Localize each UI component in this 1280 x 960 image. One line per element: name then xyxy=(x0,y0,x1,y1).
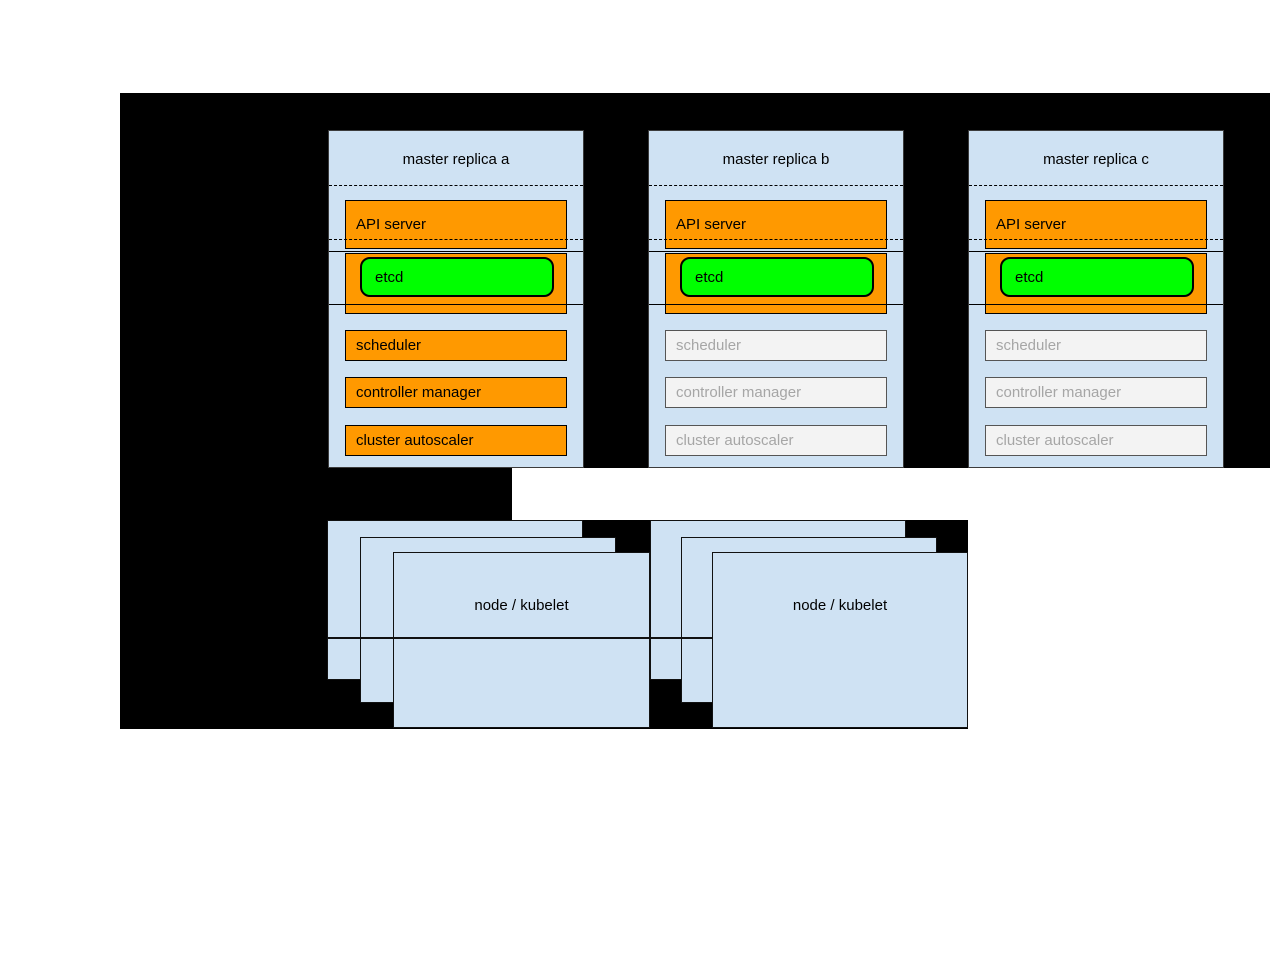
etcd-box: etcd xyxy=(680,257,874,297)
controller-manager-box-inactive: controller manager xyxy=(985,377,1207,408)
api-server-box: API server xyxy=(345,200,567,249)
loadbalancer-dashed-line xyxy=(969,185,1223,186)
etcd-cluster-line xyxy=(329,304,583,305)
loadbalancer-dashed-line xyxy=(969,239,1223,240)
replica-title: master replica c xyxy=(1043,151,1149,168)
api-server-box: API server xyxy=(985,200,1207,249)
cluster-autoscaler-box: cluster autoscaler xyxy=(345,425,567,456)
node-kubelet-label: node / kubelet xyxy=(792,597,888,614)
etcd-cluster-line xyxy=(969,304,1223,305)
scheduler-box: scheduler xyxy=(345,330,567,361)
scheduler-box-inactive: scheduler xyxy=(985,330,1207,361)
backdrop-middle-panel xyxy=(120,468,512,520)
etcd-cluster-line xyxy=(649,304,903,305)
master-replica-b-card: master replica b API server etcd schedul… xyxy=(648,130,904,468)
replica-title: master replica a xyxy=(402,151,510,168)
node-boundary-line xyxy=(327,637,712,639)
cluster-autoscaler-box-inactive: cluster autoscaler xyxy=(665,425,887,456)
loadbalancer-dashed-line xyxy=(329,185,583,186)
controller-manager-box-inactive: controller manager xyxy=(665,377,887,408)
node-stack-left-front-card: node / kubelet xyxy=(393,552,650,728)
api-server-box: API server xyxy=(665,200,887,249)
controller-manager-box: controller manager xyxy=(345,377,567,408)
loadbalancer-dashed-line xyxy=(329,239,583,240)
scheduler-box-inactive: scheduler xyxy=(665,330,887,361)
loadbalancer-dashed-line xyxy=(649,239,903,240)
cluster-autoscaler-box-inactive: cluster autoscaler xyxy=(985,425,1207,456)
replica-title: master replica b xyxy=(722,151,830,168)
etcd-cluster-line xyxy=(649,251,903,252)
master-replica-a-card: master replica a API server etcd schedul… xyxy=(328,130,584,468)
etcd-cluster-line xyxy=(969,251,1223,252)
node-stack-right-front-card: node / kubelet xyxy=(712,552,968,728)
node-kubelet-label: node / kubelet xyxy=(474,597,569,614)
master-replica-c-card: master replica c API server etcd schedul… xyxy=(968,130,1224,468)
loadbalancer-dashed-line xyxy=(649,185,903,186)
etcd-cluster-line xyxy=(329,251,583,252)
etcd-box: etcd xyxy=(1000,257,1194,297)
etcd-box: etcd xyxy=(360,257,554,297)
